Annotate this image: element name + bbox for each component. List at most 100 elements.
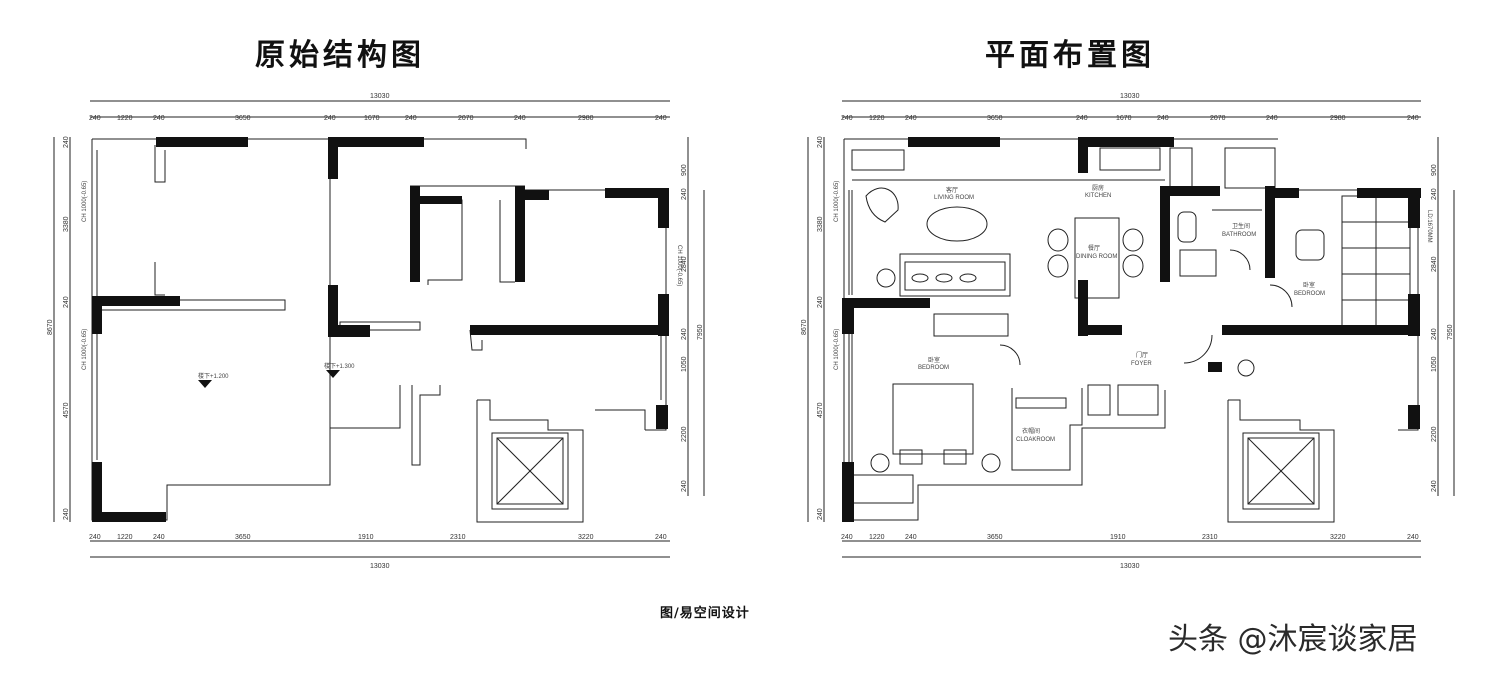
dim-label: 240 — [324, 115, 336, 122]
interior-wall — [469, 329, 483, 351]
cushion — [911, 273, 929, 283]
dim-label: 3380 — [817, 216, 824, 232]
left-side-labels: 8670 240 3380 240 4570 240 CH 1000(-0.65… — [47, 136, 88, 520]
dim-label: 240 — [905, 115, 917, 122]
dim-label: 240 — [63, 508, 70, 520]
dim-label: 1220 — [869, 534, 885, 541]
original-structure-title: 原始结构图 — [255, 38, 425, 73]
dim-label: 8670 — [801, 319, 808, 335]
dim-label: 240 — [841, 534, 853, 541]
bath-wall — [499, 200, 515, 283]
dim-label: 4570 — [817, 402, 824, 418]
shower-grid — [1224, 147, 1276, 189]
structural-wall — [156, 137, 248, 147]
door-swing — [1269, 284, 1293, 308]
dim-label: 1220 — [117, 534, 133, 541]
structural-column — [328, 285, 338, 337]
cloakroom-outline — [1011, 388, 1083, 471]
top-segment-labels: 240 1220 240 3650 240 1670 240 2070 240 … — [841, 115, 1419, 122]
dining-chair — [1047, 254, 1069, 278]
structural-wall — [842, 298, 930, 308]
dim-label: 1050 — [681, 356, 688, 372]
interior-wall — [339, 321, 421, 331]
structural-wall — [1222, 325, 1420, 335]
structural-column — [92, 462, 102, 522]
bottom-segment-labels: 240 1220 240 3650 1910 2310 3220 240 — [841, 534, 1419, 541]
interior-wall — [595, 409, 646, 430]
dim-label: 3650 — [987, 115, 1003, 122]
cabinet — [1117, 384, 1159, 416]
dim-label: 240 — [63, 296, 70, 308]
dim-label: 8670 — [47, 319, 54, 335]
dim-label: 240 — [681, 480, 688, 492]
room-label-en: LIVING ROOM — [934, 195, 974, 201]
dim-label: 240 — [1407, 115, 1419, 122]
dim-label: 2840 — [1431, 256, 1438, 272]
door-swing — [1229, 249, 1251, 271]
dim-label: 1220 — [117, 115, 133, 122]
core-outline — [476, 399, 584, 523]
sofa-seat — [904, 261, 1006, 291]
structural-column — [92, 296, 102, 334]
elevator-shaft — [1247, 437, 1315, 505]
entry-arrow — [1208, 362, 1222, 372]
east-outline — [525, 189, 667, 431]
dim-label: 240 — [905, 534, 917, 541]
dim-label: 900 — [1431, 164, 1438, 176]
structural-column — [328, 137, 338, 179]
column-outline — [154, 145, 166, 183]
toilet — [1295, 229, 1325, 261]
total-width-label: 13030 — [1120, 93, 1140, 100]
structural-wall — [1265, 188, 1299, 198]
room-label-cn: 卫生间 — [1232, 222, 1250, 230]
elevator-shaft-outer — [491, 432, 569, 510]
cushion — [959, 273, 977, 283]
bath-wall — [415, 199, 463, 285]
elevator-shaft-outer — [1242, 432, 1320, 510]
sofa — [899, 253, 1011, 297]
structural-wall — [605, 188, 669, 198]
dim-label: 240 — [681, 328, 688, 340]
dim-label: 240 — [1157, 115, 1169, 122]
nightstand — [981, 453, 1001, 473]
window-note: CH 1000(-0.65) — [82, 329, 88, 370]
dim-label: 2070 — [1210, 115, 1226, 122]
structural-wall — [1078, 137, 1174, 147]
dim-label: 900 — [681, 164, 688, 176]
dim-label: 2310 — [1202, 534, 1218, 541]
room-label-en: KITCHEN — [1085, 193, 1111, 199]
window-note: CH 1000(-0.65) — [834, 181, 840, 222]
structural-column — [658, 294, 669, 336]
interior-wall — [411, 385, 441, 466]
core-outline — [1227, 399, 1335, 523]
room-label-en: BEDROOM — [1294, 291, 1325, 297]
interior-wall — [92, 299, 286, 311]
structural-wall — [410, 196, 462, 204]
room-label-en: CLOAKROOM — [1016, 437, 1055, 443]
dim-label: 240 — [405, 115, 417, 122]
room-label-en: BATHROOM — [1222, 232, 1256, 238]
total-width-label: 13030 — [1120, 563, 1140, 570]
entry-mat — [1237, 359, 1255, 377]
dim-label: 240 — [1431, 480, 1438, 492]
dining-chair — [1122, 228, 1144, 252]
structural-wall — [908, 137, 1000, 147]
elevator-shaft — [496, 437, 564, 505]
structural-column — [1078, 280, 1088, 336]
dim-label: 4570 — [63, 402, 70, 418]
dim-label: 1220 — [869, 115, 885, 122]
bottom-segment-labels: 240 1220 240 3650 1910 2310 3220 240 — [89, 534, 667, 541]
original-structure-walls — [92, 137, 669, 522]
room-label-cn: 衣帽间 — [1022, 427, 1040, 435]
vanity — [1179, 249, 1217, 277]
clothes-rail — [1015, 397, 1067, 409]
room-label-cn: 卧室 — [928, 356, 940, 364]
armchair — [865, 187, 899, 223]
closet — [852, 474, 914, 504]
dim-label: 2070 — [458, 115, 474, 122]
dim-label: 240 — [1407, 534, 1419, 541]
structural-wall — [470, 325, 668, 335]
dim-label: 240 — [89, 115, 101, 122]
window-note: CH 1000(-0.65) — [82, 181, 88, 222]
kitchen-counter — [1099, 147, 1161, 171]
